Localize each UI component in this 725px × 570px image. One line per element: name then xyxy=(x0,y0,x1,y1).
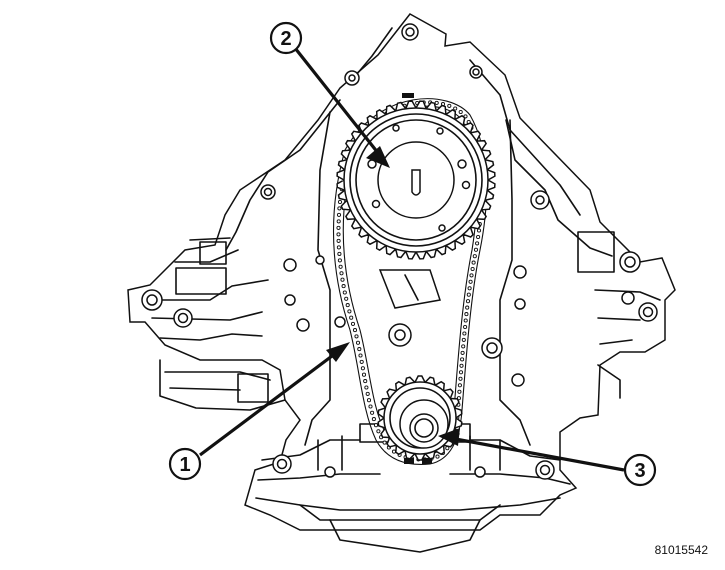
chain-link xyxy=(434,100,439,105)
chain-link xyxy=(359,359,364,364)
leader-1-arrowhead xyxy=(326,342,350,362)
block-bosses xyxy=(141,23,658,480)
chain-link xyxy=(467,286,472,291)
chain-link xyxy=(360,366,365,371)
chain-link xyxy=(357,347,362,352)
callout-3-label: 3 xyxy=(634,460,645,482)
chain-link xyxy=(458,109,463,115)
chain-link xyxy=(350,321,356,326)
chain-link xyxy=(382,440,387,445)
chain-link xyxy=(463,324,468,330)
leader-2-arrowhead xyxy=(366,146,390,168)
callout-1: 1 xyxy=(168,447,202,481)
chain-link xyxy=(447,103,452,108)
chain-link xyxy=(361,372,367,377)
chain-link xyxy=(368,404,373,409)
chain-link xyxy=(373,423,379,428)
chain-link xyxy=(461,344,466,349)
chain-link xyxy=(344,296,349,301)
chain-link xyxy=(473,247,479,252)
chain-link xyxy=(347,309,352,314)
chain-link xyxy=(358,353,363,358)
chain-link xyxy=(458,376,463,381)
chain-link xyxy=(341,284,346,289)
chain-link xyxy=(453,106,458,111)
chain-link xyxy=(370,410,375,415)
chain-link xyxy=(337,199,343,205)
chain-link xyxy=(461,337,466,342)
chain-link xyxy=(363,379,368,384)
chain-link xyxy=(435,454,440,459)
chain-link xyxy=(352,328,358,333)
chain-link xyxy=(460,350,465,355)
chain-link xyxy=(470,266,475,272)
chain-link xyxy=(475,241,480,246)
chain-link xyxy=(354,334,359,339)
chain-link xyxy=(459,363,464,368)
chain-link xyxy=(337,206,342,211)
chain-link xyxy=(366,398,372,403)
chain-link xyxy=(336,238,341,243)
chain-link xyxy=(355,340,361,345)
callout-3: 3 xyxy=(623,453,657,487)
chain-link xyxy=(364,385,369,390)
leader-3-arrowhead xyxy=(438,428,460,446)
callout-2-label: 2 xyxy=(280,28,291,50)
chain-link xyxy=(345,303,350,308)
chain-link xyxy=(460,357,465,362)
chain-link xyxy=(462,331,467,336)
chain-link xyxy=(471,260,476,265)
chain-link xyxy=(336,219,341,224)
leader-1 xyxy=(199,348,341,457)
chain-link xyxy=(476,234,481,240)
chain-link xyxy=(464,312,469,317)
leader-2 xyxy=(293,47,384,159)
figure-id: 81015542 xyxy=(655,543,709,557)
chain-link xyxy=(336,225,341,230)
chain-link xyxy=(342,290,347,295)
chain-link xyxy=(457,389,462,394)
chain-link xyxy=(468,279,473,284)
chain-link xyxy=(376,429,381,434)
chain-link xyxy=(365,391,370,396)
chain-link xyxy=(336,245,341,250)
chain-link xyxy=(340,277,345,282)
chain-link xyxy=(469,273,474,278)
chain-link xyxy=(336,232,341,237)
chain-link xyxy=(476,228,482,233)
chain-link xyxy=(336,212,342,217)
chain-link xyxy=(458,370,464,375)
chain-link xyxy=(338,264,343,269)
callout-1-label: 1 xyxy=(179,454,190,476)
chain-link xyxy=(337,251,342,256)
callout-leaders xyxy=(199,47,625,472)
camshaft-sprocket xyxy=(336,100,496,260)
chain-link xyxy=(463,318,468,323)
chain-link xyxy=(337,258,342,263)
chain-link xyxy=(371,417,376,422)
leader-3 xyxy=(449,436,625,472)
chain-link xyxy=(349,315,354,320)
chain-link xyxy=(339,271,344,276)
callout-2: 2 xyxy=(269,21,303,55)
chain-link xyxy=(465,299,471,304)
chain-link xyxy=(472,254,477,259)
chain-link xyxy=(465,305,470,310)
chain-link xyxy=(466,292,471,297)
chain-link xyxy=(457,383,462,388)
